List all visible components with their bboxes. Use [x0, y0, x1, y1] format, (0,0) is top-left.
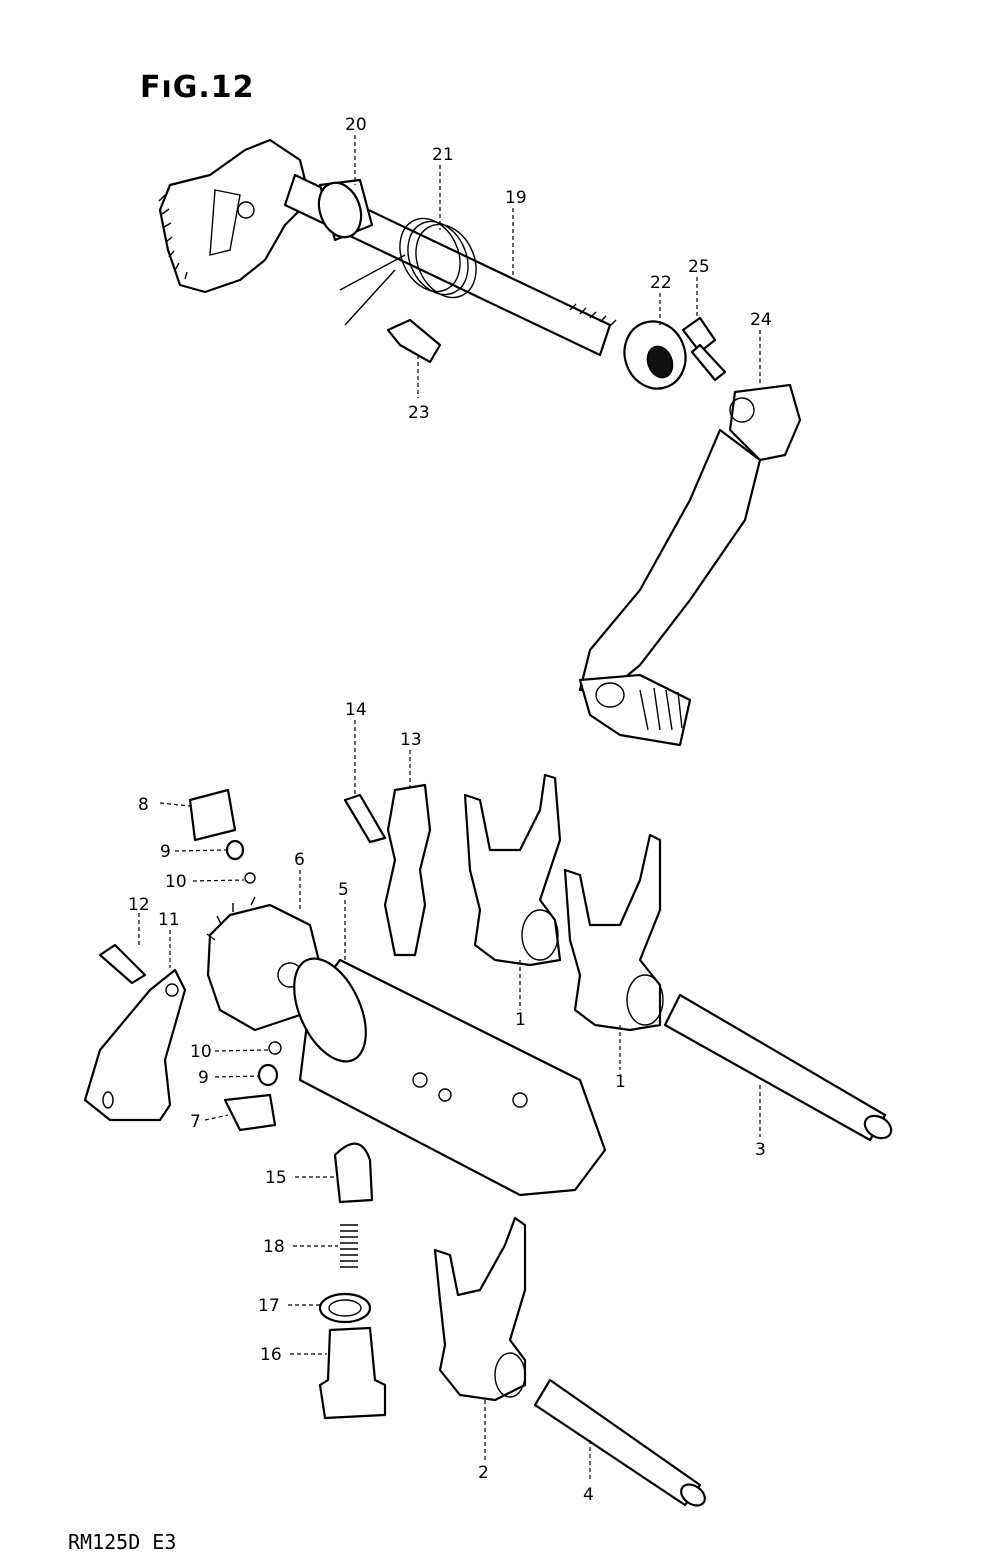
- callout-20: 20: [345, 115, 367, 135]
- callout-14: 14: [345, 700, 367, 720]
- gearshift-shaft-assembly: [158, 138, 727, 390]
- callout-25: 25: [688, 257, 710, 277]
- model-code: RM125D E3: [68, 1530, 177, 1554]
- callout-4: 4: [583, 1485, 594, 1505]
- callout-21: 21: [432, 145, 454, 165]
- callout-3: 3: [755, 1140, 766, 1160]
- callout-16: 16: [260, 1345, 282, 1365]
- callouts: 20 21 19 22 25 24 23 14 13 8 9 10 6 5 12…: [128, 115, 772, 1505]
- callout-9: 9: [160, 842, 171, 862]
- callout-24: 24: [750, 310, 772, 330]
- callout-1b: 1: [615, 1072, 626, 1092]
- callout-1a: 1: [515, 1010, 526, 1030]
- callout-12: 12: [128, 895, 150, 915]
- callout-11: 11: [158, 910, 180, 930]
- callout-5: 5: [338, 880, 349, 900]
- callout-7: 7: [190, 1112, 201, 1132]
- callout-18: 18: [263, 1237, 285, 1257]
- callout-6: 6: [294, 850, 305, 870]
- callout-9b: 9: [198, 1068, 209, 1088]
- callout-2: 2: [478, 1463, 489, 1483]
- callout-22: 22: [650, 273, 672, 293]
- gearshift-lever: [578, 383, 802, 747]
- gearshift-drum-assembly: [83, 773, 893, 1507]
- callout-19: 19: [505, 188, 527, 208]
- callout-13: 13: [400, 730, 422, 750]
- leader-lines: [138, 135, 761, 1482]
- callout-10: 10: [165, 872, 187, 892]
- callout-15: 15: [265, 1168, 287, 1188]
- callout-17: 17: [258, 1296, 280, 1316]
- figure-title: FıG.12: [140, 70, 255, 105]
- callout-23: 23: [408, 403, 430, 423]
- callout-10b: 10: [190, 1042, 212, 1062]
- callout-8: 8: [138, 795, 149, 815]
